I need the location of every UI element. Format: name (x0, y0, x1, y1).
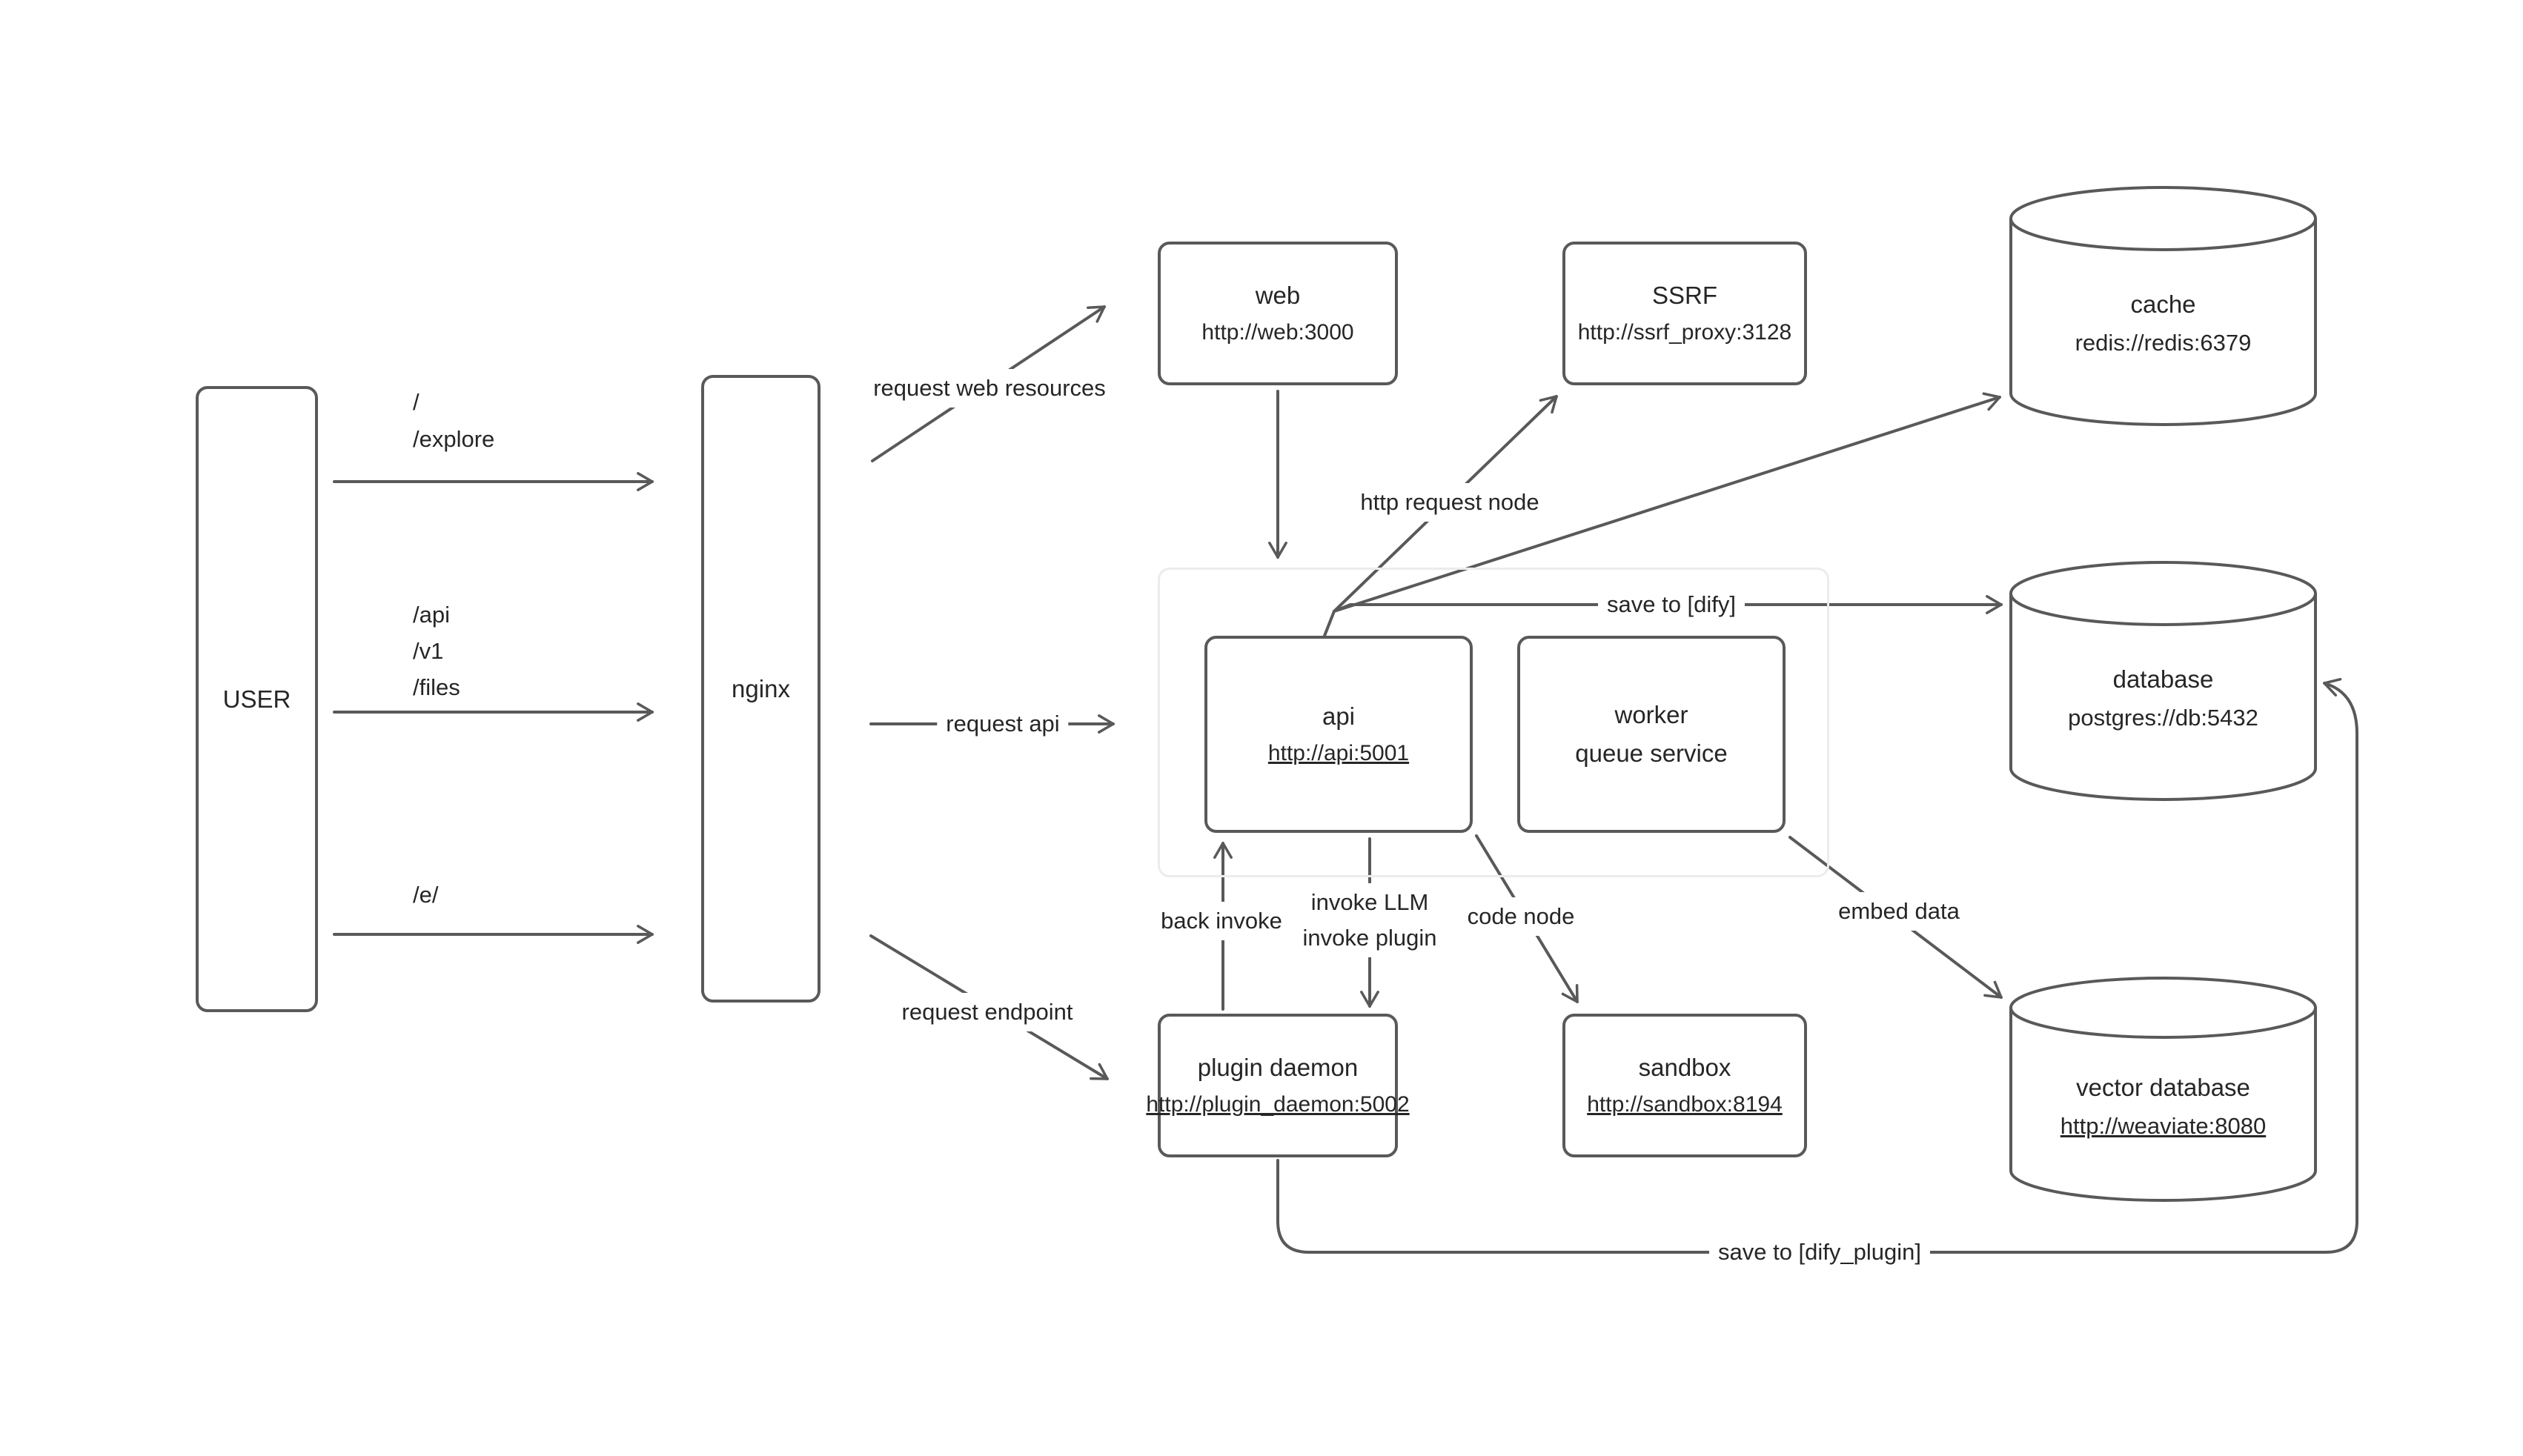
edge-api-cache (1333, 392, 2001, 613)
database-node-url: postgres://db:5432 (2068, 705, 2258, 731)
label-request-api: request api (937, 704, 1069, 744)
ssrf-node: SSRF http://ssrf_proxy:3128 (1562, 242, 1807, 385)
cache-node: cache redis://redis:6379 (2011, 187, 2315, 425)
plugin-daemon-node-url: http://plugin_daemon:5002 (1146, 1091, 1410, 1117)
database-cylinder-body (2009, 594, 2317, 801)
database-node: database postgres://db:5432 (2011, 562, 2315, 800)
nginx-node: nginx (701, 375, 820, 1003)
cache-node-label: cache (2130, 290, 2196, 318)
sandbox-node-url: http://sandbox:8194 (1587, 1091, 1783, 1117)
api-node: api http://api:5001 (1204, 636, 1473, 833)
vector-database-node-url: http://weaviate:8080 (2060, 1113, 2267, 1140)
label-invoke-llm-plugin: invoke LLM invoke plugin (1293, 882, 1446, 958)
route-v1: /v1 (413, 638, 444, 664)
api-node-label: api (1322, 702, 1356, 731)
edge-api-database (1333, 595, 2003, 614)
plugin-daemon-node: plugin daemon http://plugin_daemon:5002 (1146, 1014, 1410, 1157)
api-worker-group (1158, 568, 1829, 877)
api-node-url: http://api:5001 (1267, 740, 1410, 765)
route-root: / (413, 389, 420, 415)
route-explore: /explore (413, 426, 495, 452)
label-user-routes-api: /api /v1 /files (413, 596, 460, 705)
vector-database-cylinder-top (2009, 977, 2317, 1039)
label-back-invoke: back invoke (1152, 901, 1291, 941)
label-embed-data: embed data (1829, 891, 1969, 931)
edge-plugin-database-loop (1276, 677, 2358, 1254)
sandbox-node: sandbox http://sandbox:8194 (1562, 1014, 1807, 1157)
label-save-to-dify-plugin: save to [dify_plugin] (1708, 1232, 1931, 1272)
worker-node-label: worker (1614, 701, 1688, 729)
web-node-url: http://web:3000 (1201, 319, 1354, 345)
nginx-node-label: nginx (732, 674, 790, 702)
database-cylinder (2009, 561, 2317, 801)
label-save-to-dify: save to [dify] (1597, 585, 1745, 625)
label-http-request-node: http request node (1351, 482, 1548, 522)
cache-node-url: redis://redis:6379 (2075, 330, 2252, 356)
ssrf-node-url: http://ssrf_proxy:3128 (1577, 319, 1792, 345)
web-node: web http://web:3000 (1158, 242, 1398, 385)
vector-database-cylinder-body (2009, 1008, 2317, 1202)
label-request-web-resources: request web resources (864, 368, 1115, 408)
route-e: /e/ (413, 882, 439, 908)
vector-database-node-label: vector database (2076, 1073, 2250, 1101)
plugin-daemon-node-label: plugin daemon (1197, 1054, 1359, 1082)
label-invoke-llm: invoke LLM (1310, 888, 1429, 915)
label-code-node: code node (1458, 897, 1584, 937)
database-node-label: database (2112, 665, 2214, 693)
worker-node-sublabel: queue service (1575, 739, 1728, 767)
worker-node: worker queue service (1517, 636, 1786, 833)
cache-cylinder (2009, 186, 2317, 426)
vector-database-node: vector database http://weaviate:8080 (2011, 978, 2315, 1200)
database-cylinder-top (2009, 561, 2317, 626)
label-user-routes-web: / /explore (413, 384, 494, 458)
label-request-endpoint: request endpoint (892, 992, 1082, 1032)
user-node: USER (196, 386, 318, 1012)
label-invoke-plugin: invoke plugin (1302, 925, 1437, 951)
vector-database-cylinder (2009, 977, 2317, 1202)
route-api: /api (413, 602, 450, 628)
cache-cylinder-top (2009, 186, 2317, 251)
sandbox-node-label: sandbox (1638, 1054, 1731, 1082)
edge-api-junction-stub (1323, 610, 1336, 637)
label-user-routes-e: /e/ (413, 877, 438, 914)
web-node-label: web (1255, 282, 1301, 310)
user-node-label: USER (222, 685, 291, 713)
route-files: /files (413, 674, 460, 700)
cache-cylinder-body (2009, 219, 2317, 426)
ssrf-node-label: SSRF (1651, 282, 1717, 310)
